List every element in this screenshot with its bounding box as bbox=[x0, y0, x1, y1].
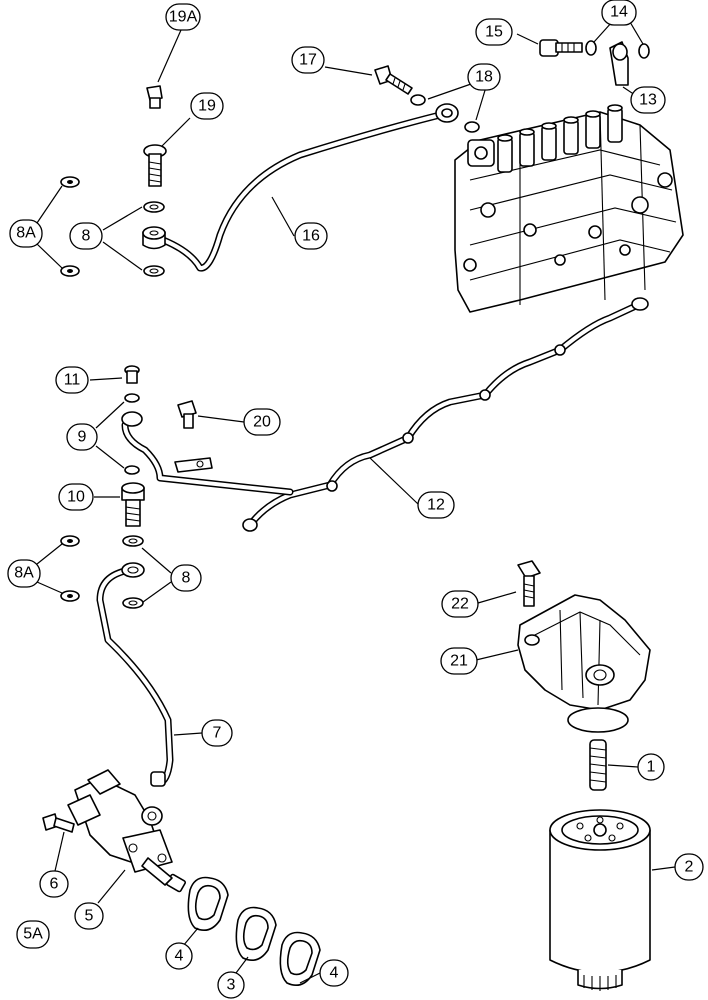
sealing-washer-18 bbox=[410, 94, 480, 133]
callout-6: 6 bbox=[39, 870, 69, 898]
svg-text:3: 3 bbox=[227, 977, 236, 994]
svg-text:19: 19 bbox=[198, 98, 216, 115]
svg-text:2: 2 bbox=[685, 859, 694, 876]
upper-banjo-fitting bbox=[142, 201, 166, 277]
sealing-washer-8-mid bbox=[122, 535, 144, 609]
fuel-filter-2 bbox=[549, 809, 651, 991]
svg-text:8A: 8A bbox=[14, 565, 34, 582]
washer-9 bbox=[124, 393, 140, 475]
svg-text:1: 1 bbox=[647, 759, 656, 776]
callout-15: 15 bbox=[475, 18, 513, 46]
callout-4-right: 4 bbox=[319, 959, 349, 987]
svg-text:5A: 5A bbox=[23, 926, 43, 943]
washer-14 bbox=[585, 40, 650, 59]
svg-text:6: 6 bbox=[50, 876, 59, 893]
bolt-22 bbox=[517, 560, 541, 607]
banjo-bolt-10 bbox=[121, 482, 145, 527]
callout-11: 11 bbox=[55, 366, 89, 394]
callout-1: 1 bbox=[637, 753, 665, 781]
callout-5a: 5A bbox=[16, 920, 50, 949]
svg-text:17: 17 bbox=[299, 52, 317, 69]
svg-text:12: 12 bbox=[427, 497, 445, 514]
callout-9: 9 bbox=[66, 423, 98, 451]
svg-text:14: 14 bbox=[610, 4, 628, 21]
callout-14: 14 bbox=[601, 0, 637, 26]
callout-10: 10 bbox=[58, 483, 94, 511]
callout-13: 13 bbox=[630, 86, 666, 114]
lock-washer-8a-mid bbox=[60, 535, 80, 602]
injector-return-line-12 bbox=[121, 297, 649, 532]
callout-4-left: 4 bbox=[165, 942, 193, 970]
gasket-4-left bbox=[187, 876, 229, 931]
banjo-fitting-13 bbox=[609, 41, 629, 86]
fuel-tube-16 bbox=[154, 103, 459, 272]
gasket-4-right bbox=[279, 931, 321, 986]
svg-text:7: 7 bbox=[213, 725, 222, 742]
filter-head-21 bbox=[517, 594, 651, 733]
callout-19: 19 bbox=[190, 92, 224, 120]
filter-nipple-1 bbox=[589, 739, 607, 791]
svg-text:18: 18 bbox=[475, 69, 493, 86]
bolt-19a bbox=[146, 85, 163, 109]
callout-16: 16 bbox=[294, 222, 328, 250]
lock-washer-8a-top bbox=[60, 176, 80, 277]
svg-text:13: 13 bbox=[639, 92, 657, 109]
bolt-20 bbox=[177, 400, 197, 429]
svg-text:11: 11 bbox=[64, 372, 81, 389]
svg-text:8A: 8A bbox=[16, 225, 36, 242]
svg-text:10: 10 bbox=[67, 489, 85, 506]
callout-5: 5 bbox=[74, 902, 104, 930]
bolt-11 bbox=[124, 365, 140, 384]
gasket-3 bbox=[235, 906, 277, 961]
svg-text:4: 4 bbox=[175, 948, 184, 965]
callout-8-top: 8 bbox=[69, 222, 103, 250]
fuel-tube-7 bbox=[96, 562, 174, 787]
svg-text:19A: 19A bbox=[169, 9, 198, 26]
callout-8a-top: 8A bbox=[9, 219, 43, 248]
svg-text:22: 22 bbox=[451, 596, 469, 613]
svg-text:4: 4 bbox=[330, 965, 339, 982]
callout-12: 12 bbox=[417, 491, 455, 519]
fuel-transfer-pump bbox=[67, 769, 186, 893]
bolt-15 bbox=[539, 39, 583, 57]
callout-2: 2 bbox=[674, 853, 704, 881]
callout-22: 22 bbox=[441, 590, 479, 618]
bolt-6 bbox=[42, 813, 75, 833]
svg-text:15: 15 bbox=[485, 24, 503, 41]
svg-text:5: 5 bbox=[85, 908, 94, 925]
callout-21: 21 bbox=[440, 647, 478, 675]
svg-text:20: 20 bbox=[253, 414, 271, 431]
leader-lines bbox=[36, 21, 676, 984]
fuel-injection-pump bbox=[454, 104, 684, 313]
banjo-bolt-17 bbox=[374, 65, 413, 95]
banjo-bolt-19 bbox=[143, 144, 167, 187]
svg-text:21: 21 bbox=[450, 653, 468, 670]
callout-8a-mid: 8A bbox=[7, 559, 41, 588]
svg-text:8: 8 bbox=[182, 570, 191, 587]
svg-text:16: 16 bbox=[302, 228, 320, 245]
callout-8-mid: 8 bbox=[170, 564, 202, 592]
callout-17: 17 bbox=[291, 46, 325, 74]
callout-18: 18 bbox=[467, 63, 501, 91]
svg-text:8: 8 bbox=[82, 228, 91, 245]
svg-text:9: 9 bbox=[78, 429, 87, 446]
callout-20: 20 bbox=[243, 408, 281, 436]
injector-outlets bbox=[497, 104, 623, 173]
callout-7: 7 bbox=[201, 719, 233, 747]
callout-3: 3 bbox=[217, 971, 245, 999]
callout-19a: 19A bbox=[165, 3, 201, 31]
